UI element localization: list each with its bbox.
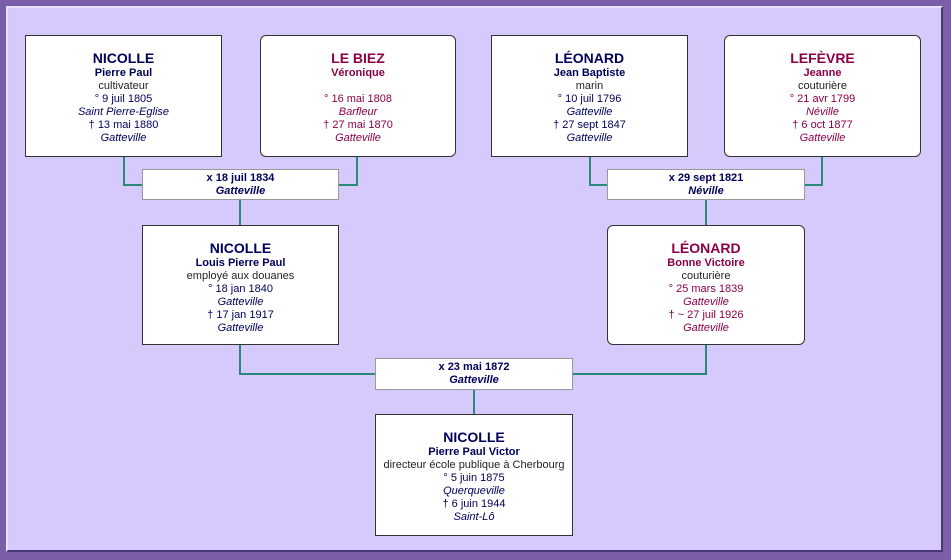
birth-date: ° 5 juin 1875 xyxy=(443,472,505,484)
death-place: Gatteville xyxy=(100,132,147,144)
marriage-place: Néville xyxy=(688,185,724,197)
connector-p3-m2 xyxy=(589,157,608,186)
death-place: Gatteville xyxy=(799,132,846,144)
death-date: † 27 sept 1847 xyxy=(553,119,626,131)
death-place: Gatteville xyxy=(566,132,613,144)
given-name: Jeanne xyxy=(803,67,842,79)
given-name: Louis Pierre Paul xyxy=(195,257,286,269)
marriage-box-m3[interactable]: x 23 mai 1872 Gatteville xyxy=(375,358,573,390)
occupation: couturière xyxy=(798,80,847,92)
birth-place: Barfleur xyxy=(338,106,378,118)
surname: NICOLLE xyxy=(443,429,505,445)
marriage-date: x 18 juil 1834 xyxy=(206,172,275,184)
death-date: † ~ 27 juil 1926 xyxy=(668,309,744,321)
given-name: Bonne Victoire xyxy=(667,257,745,269)
occupation: marin xyxy=(575,80,604,92)
marriage-box-m1[interactable]: x 18 juil 1834 Gatteville xyxy=(142,169,339,200)
connector-p5-m3 xyxy=(239,345,376,375)
death-date: † 27 mai 1870 xyxy=(323,119,393,131)
death-place: Gatteville xyxy=(217,322,264,334)
birth-date: ° 16 mai 1808 xyxy=(324,93,392,105)
death-date: † 17 jan 1917 xyxy=(207,309,274,321)
surname: NICOLLE xyxy=(209,240,272,256)
birth-date: ° 9 juil 1805 xyxy=(94,93,153,105)
birth-place: Gatteville xyxy=(217,296,264,308)
surname: LÉONARD xyxy=(554,50,625,66)
marriage-box-m2[interactable]: x 29 sept 1821 Néville xyxy=(607,169,805,200)
death-date: † 6 juin 1944 xyxy=(442,498,506,510)
death-place: Gatteville xyxy=(335,132,381,144)
given-name: Jean Baptiste xyxy=(553,67,626,79)
person-card-p7[interactable]: NICOLLE Pierre Paul Victor directeur éco… xyxy=(375,414,573,536)
birth-date: ° 10 juil 1796 xyxy=(557,93,622,105)
person-card-p2[interactable]: LE BIEZ Véronique ° 16 mai 1808 Barfleur… xyxy=(260,35,456,157)
surname: LÉONARD xyxy=(671,240,741,256)
birth-place: Gatteville xyxy=(566,106,613,118)
occupation: couturière xyxy=(681,270,731,282)
death-date: † 6 oct 1877 xyxy=(792,119,853,131)
birth-place: Néville xyxy=(805,106,839,118)
given-name: Pierre Paul xyxy=(94,67,153,79)
birth-date: ° 25 mars 1839 xyxy=(668,283,744,295)
given-name: Véronique xyxy=(331,67,385,79)
occupation: directeur école publique à Cherbourg xyxy=(383,459,565,471)
death-date: † 13 mai 1880 xyxy=(88,119,159,131)
death-place: Saint-Lô xyxy=(453,511,495,523)
birth-place: Querqueville xyxy=(443,485,505,497)
occupation xyxy=(261,80,455,93)
marriage-place: Gatteville xyxy=(449,374,499,386)
connector-p4-m2 xyxy=(804,157,823,186)
birth-place: Saint Pierre-Eglise xyxy=(77,106,170,118)
connector-p2-m1 xyxy=(338,157,358,186)
person-card-p3[interactable]: LÉONARD Jean Baptiste marin ° 10 juil 17… xyxy=(491,35,688,157)
given-name: Pierre Paul Victor xyxy=(428,446,520,458)
occupation: employé aux douanes xyxy=(186,270,295,282)
connector-p1-m1 xyxy=(123,157,143,186)
surname: LEFÈVRE xyxy=(790,50,855,66)
marriage-place: Gatteville xyxy=(215,185,266,197)
occupation: cultivateur xyxy=(98,80,149,92)
birth-date: ° 18 jan 1840 xyxy=(208,283,273,295)
person-card-p6[interactable]: LÉONARD Bonne Victoire couturière ° 25 m… xyxy=(607,225,805,345)
marriage-date: x 23 mai 1872 xyxy=(438,361,510,373)
birth-date: ° 21 avr 1799 xyxy=(789,93,856,105)
death-place: Gatteville xyxy=(683,322,729,334)
person-card-p5[interactable]: NICOLLE Louis Pierre Paul employé aux do… xyxy=(142,225,339,345)
surname: LE BIEZ xyxy=(331,50,385,66)
person-card-p1[interactable]: NICOLLE Pierre Paul cultivateur ° 9 juil… xyxy=(25,35,222,157)
marriage-date: x 29 sept 1821 xyxy=(668,172,744,184)
person-card-p4[interactable]: LEFÈVRE Jeanne couturière ° 21 avr 1799 … xyxy=(724,35,921,157)
birth-place: Gatteville xyxy=(683,296,729,308)
connector-p6-m3 xyxy=(572,345,707,375)
surname: NICOLLE xyxy=(92,50,155,66)
